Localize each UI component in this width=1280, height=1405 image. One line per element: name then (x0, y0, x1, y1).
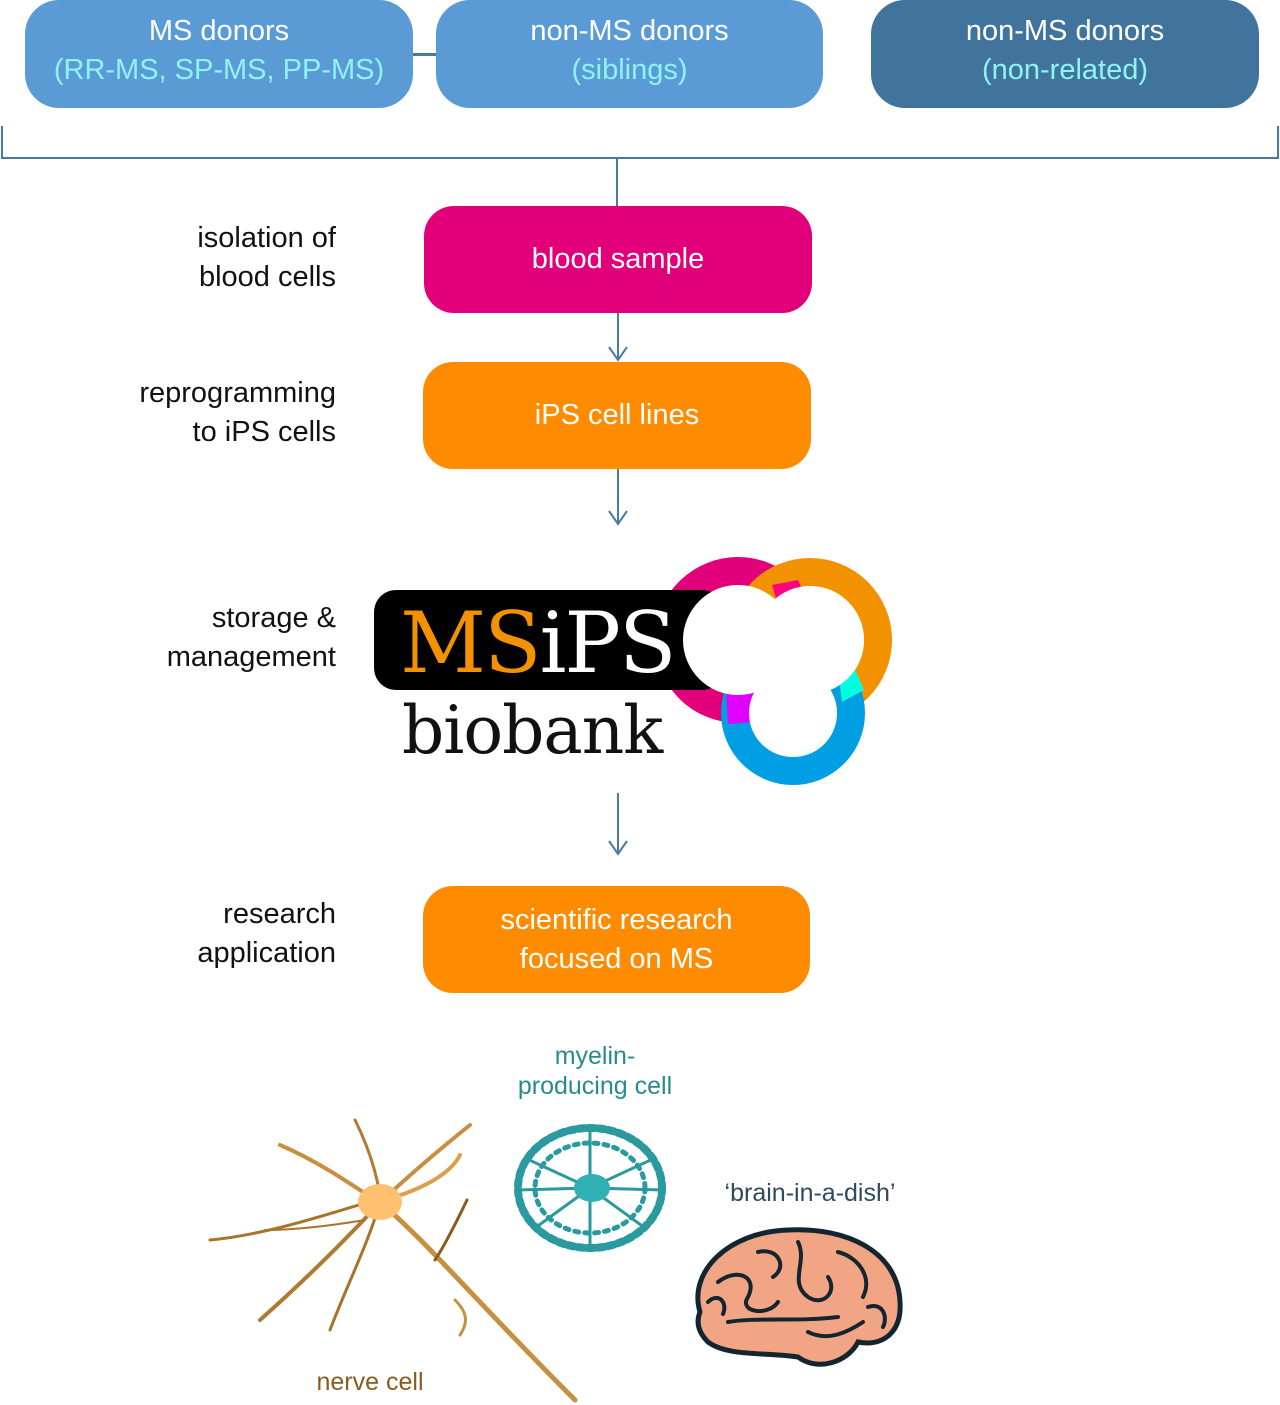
brain-caption: ‘brain-in-a-dish’ (724, 1179, 896, 1207)
myelin-cell-caption: myelin- producing cell (480, 1041, 710, 1101)
bracket-bottom (1, 157, 1279, 159)
donor-title: non-MS donors (530, 15, 729, 47)
label-line: storage & (211, 602, 336, 634)
box-text: focused on MS (519, 942, 714, 975)
donor-title: MS donors (148, 15, 290, 47)
arrow-down-icon (608, 313, 628, 362)
blood-sample-box: blood sample (424, 206, 812, 313)
logo-ips-text: iPS (540, 594, 675, 692)
step-label-storage: storage & management (36, 599, 336, 677)
bracket-right (1277, 126, 1279, 159)
donor-box-ms: MS donors (RR-MS, SP-MS, PP-MS) (25, 0, 413, 108)
label-line: isolation of (197, 222, 336, 254)
svg-text:MSiPS: MSiPS (400, 594, 675, 692)
myelin-cell-icon (514, 1124, 666, 1252)
scientific-research-box: scientific research focused on MS (423, 886, 810, 993)
label-line: application (197, 937, 336, 969)
donor-subtitle: (RR-MS, SP-MS, PP-MS) (53, 54, 385, 86)
box-text: iPS cell lines (534, 399, 700, 431)
brain-icon (695, 1227, 903, 1367)
label-line: blood cells (198, 261, 336, 293)
label-line: reprogramming (139, 377, 336, 409)
box-text: blood sample (531, 243, 705, 275)
connector-to-blood (616, 158, 618, 206)
nerve-cell-icon (208, 1118, 578, 1403)
caption-line: myelin- (554, 1042, 636, 1070)
donor-title: non-MS donors (965, 15, 1165, 47)
arrow-down-icon (608, 793, 628, 856)
logo-black-bar (374, 590, 724, 690)
donor-box-siblings: non-MS donors (siblings) (436, 0, 823, 108)
msips-biobank-logo: MSiPS biobank (374, 557, 892, 785)
logo-biobank-text: biobank (402, 692, 664, 769)
label-line: management (166, 641, 336, 673)
myelin-soma (574, 1174, 610, 1202)
step-label-research: research application (36, 895, 336, 973)
donor-link-line (413, 53, 436, 56)
arrow-down-icon (608, 469, 628, 526)
caption-line: producing cell (517, 1072, 673, 1100)
step-label-isolation: isolation of blood cells (36, 219, 336, 297)
box-text: scientific research (500, 903, 733, 936)
bracket-left (1, 126, 3, 159)
donor-subtitle: (siblings) (571, 54, 688, 86)
donor-subtitle: (non-related) (981, 54, 1149, 86)
label-line: to iPS cells (192, 416, 336, 448)
label-line: research (223, 898, 336, 930)
nerve-cell-caption: nerve cell (316, 1368, 424, 1396)
step-label-reprogramming: reprogramming to iPS cells (36, 374, 336, 452)
logo-ms-text: MS (400, 594, 540, 692)
nerve-soma (358, 1184, 402, 1220)
ips-cell-lines-box: iPS cell lines (423, 362, 811, 469)
donor-box-non-related: non-MS donors (non-related) (871, 0, 1259, 108)
